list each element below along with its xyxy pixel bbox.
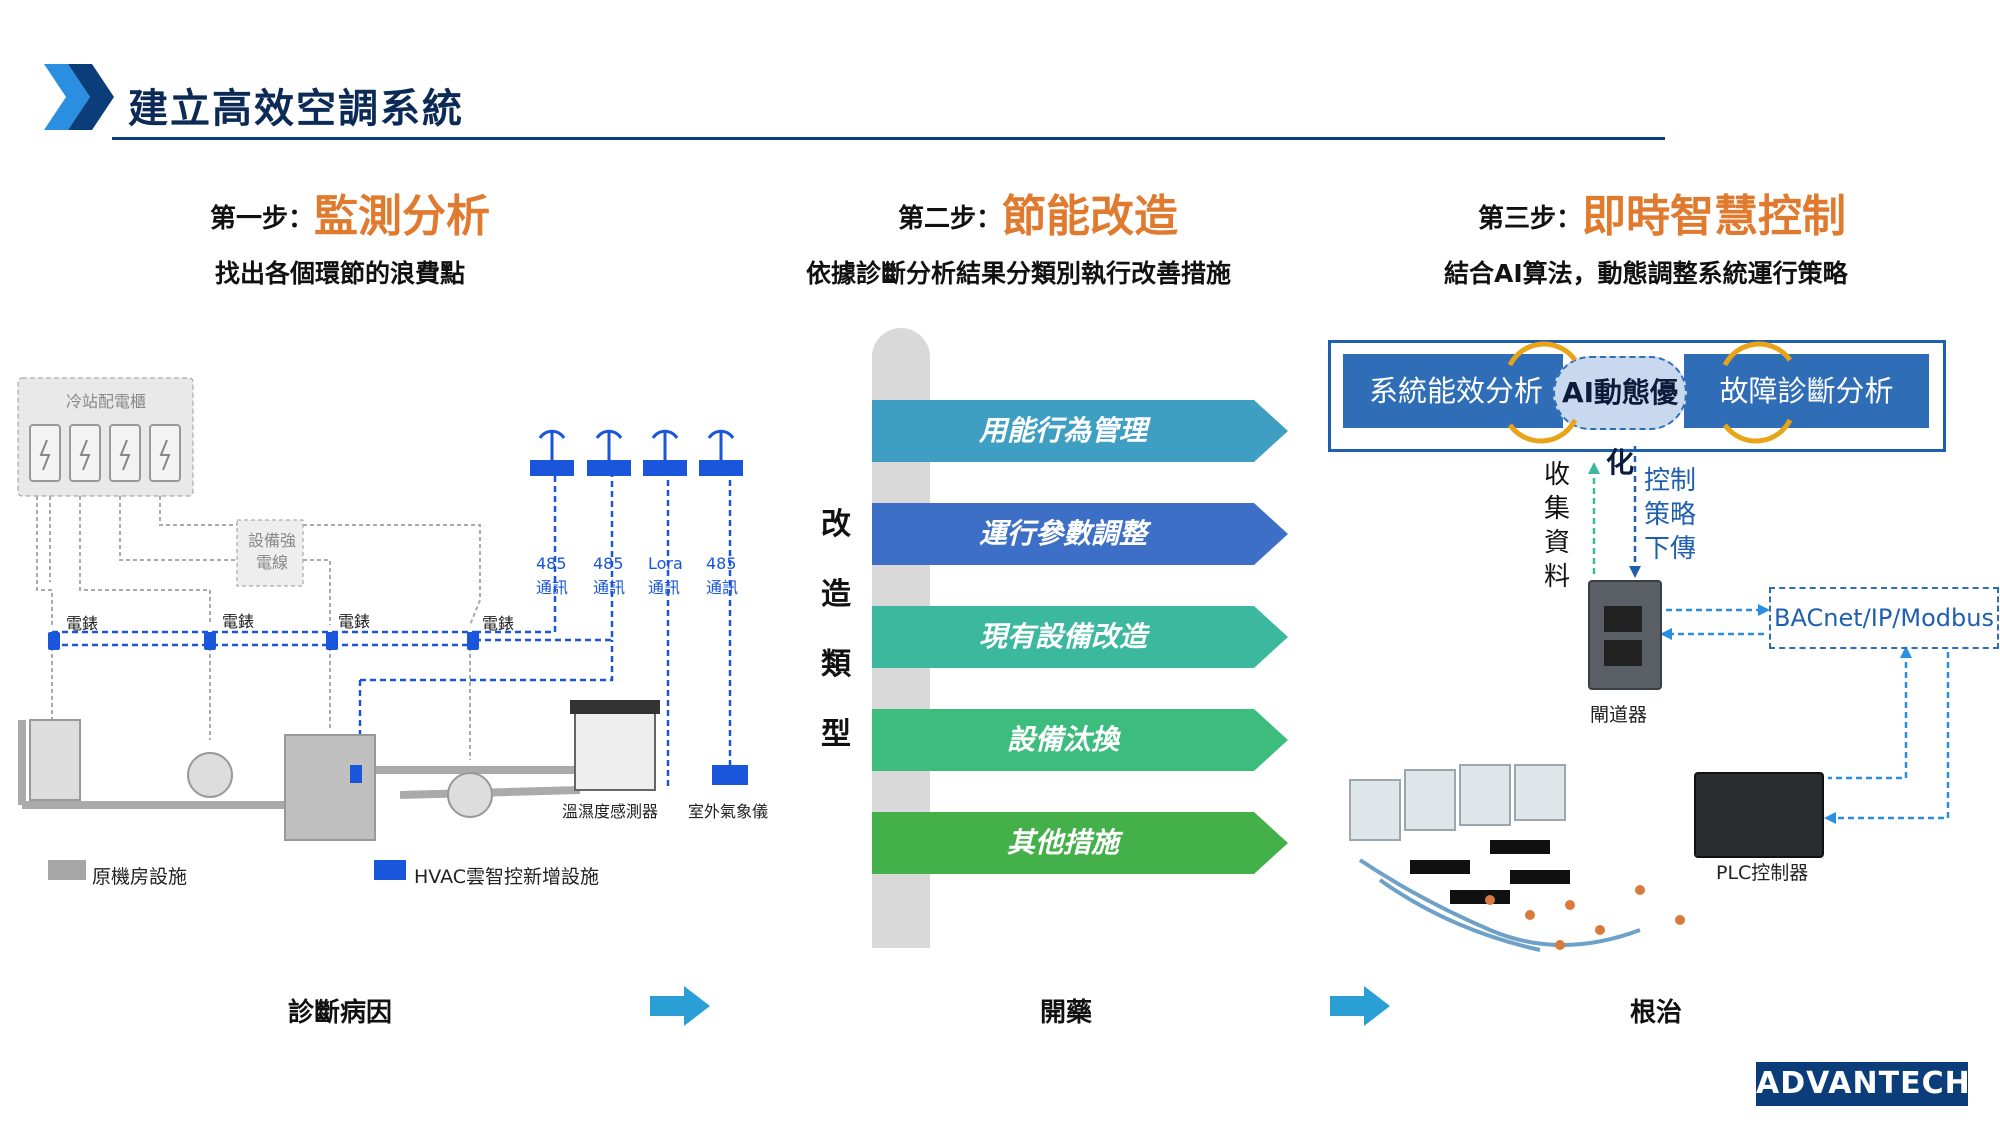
meter-label-1: 電錶 xyxy=(66,614,99,633)
advantech-logo: ADVANTECH xyxy=(1756,1062,1970,1106)
gateway-label: 閘道器 xyxy=(1590,704,1648,726)
data-flow-arrows xyxy=(1588,446,1950,824)
weather-station xyxy=(712,765,748,785)
gateway-port xyxy=(1604,606,1642,632)
monitoring-diagram xyxy=(17,377,748,880)
retrofit-item: 設備汰換 xyxy=(872,709,1288,771)
antennas xyxy=(530,429,743,476)
step-2-prefix: 第二步： xyxy=(898,204,1003,234)
step-2-subtitle: 依據診斷分析結果分類別執行改善措施 xyxy=(806,259,1232,288)
cycle-arrows-icon xyxy=(1507,341,1793,444)
title-divider xyxy=(112,137,1665,140)
chevron-icon xyxy=(44,64,114,130)
comm-label-4: 485通訊 xyxy=(706,554,739,597)
flow-arrow-icon xyxy=(1330,986,1390,1026)
category-char-4: 型 xyxy=(821,717,851,752)
retrofit-item: 用能行為管理 xyxy=(872,400,1288,462)
step-3-prefix: 第三步： xyxy=(1478,204,1583,234)
hvac-equipment-illustration xyxy=(1349,764,1685,952)
step-3-heading: 第三步：即時智慧控制 xyxy=(1478,180,1846,244)
gateway-port xyxy=(1604,640,1642,666)
plc-label: PLC控制器 xyxy=(1716,862,1809,884)
retrofit-item: 其他措施 xyxy=(872,812,1288,874)
page-title: 建立高效空調系統 xyxy=(128,86,464,132)
step-1-prefix: 第一步： xyxy=(210,204,315,234)
weather-label: 室外氣象儀 xyxy=(688,802,769,821)
ai-optimization: AI動態優化 xyxy=(1553,356,1687,479)
gateway-device xyxy=(1588,580,1662,690)
meter-1 xyxy=(48,632,60,650)
pump-1 xyxy=(187,752,233,798)
collect-data-label: 收 集 資 料 xyxy=(1543,460,1570,592)
flow-arrow-icon xyxy=(650,986,710,1026)
step-2-highlight: 節能改造 xyxy=(1002,191,1179,242)
bottom-prescribe: 開藥 xyxy=(1040,998,1093,1028)
cooling-tower xyxy=(29,719,81,801)
step-1-heading: 第一步：監測分析 xyxy=(210,180,490,244)
legend-label-new: HVAC雲智控新增設施 xyxy=(414,866,599,888)
meter-label-2: 電錶 xyxy=(222,612,255,631)
retrofit-item: 運行參數調整 xyxy=(872,503,1288,565)
meter-2 xyxy=(204,632,216,650)
retrofit-item-label: 用能行為管理 xyxy=(978,414,1147,447)
legend-label-existing: 原機房設施 xyxy=(92,866,188,888)
comm-label-1: 485通訊 xyxy=(536,554,569,597)
protocol-box: BACnet/IP/Modbus xyxy=(1769,587,1999,649)
retrofit-item-label: 設備汰換 xyxy=(1006,723,1119,756)
retrofit-item-label: 運行參數調整 xyxy=(978,517,1147,550)
legend-swatch-new xyxy=(374,860,406,880)
comm-label-3: Lora通訊 xyxy=(648,554,683,597)
category-char-3: 類 xyxy=(821,647,851,682)
category-char-2: 造 xyxy=(821,577,851,612)
retrofit-item-label: 現有設備改造 xyxy=(978,620,1147,653)
humidity-sensor xyxy=(574,709,656,791)
plc-controller xyxy=(1694,772,1824,858)
cabinet-label: 冷站配電櫃 xyxy=(66,392,147,411)
meter-label-3: 電錶 xyxy=(338,612,371,631)
control-strategy-label: 控制 策略 下傳 xyxy=(1643,466,1696,564)
step-2-heading: 第二步：節能改造 xyxy=(898,180,1178,244)
meter-4 xyxy=(467,632,479,650)
efficiency-analysis: 系統能效分析 xyxy=(1343,354,1563,428)
category-label: 改 造 類 型 xyxy=(816,490,856,770)
bottom-diagnose: 診斷病因 xyxy=(288,998,393,1028)
chiller xyxy=(284,734,376,841)
breaker-box xyxy=(236,519,304,587)
sensor-label: 溫濕度感測器 xyxy=(562,802,659,821)
fault-diagnosis: 故障診斷分析 xyxy=(1684,354,1929,428)
pump-2 xyxy=(447,772,493,818)
meter-label-4: 電錶 xyxy=(482,614,515,633)
step-3-subtitle: 結合AI算法，動態調整系統運行策略 xyxy=(1444,259,1848,288)
step-3-highlight: 即時智慧控制 xyxy=(1582,191,1847,242)
step-1-subtitle: 找出各個環節的浪費點 xyxy=(215,259,466,288)
step-1-highlight: 監測分析 xyxy=(314,191,491,242)
comm-label-2: 485通訊 xyxy=(593,554,626,597)
legend-swatch-existing xyxy=(48,860,86,880)
retrofit-item: 現有設備改造 xyxy=(872,606,1288,668)
bottom-cure: 根治 xyxy=(1630,998,1683,1028)
category-char-1: 改 xyxy=(821,507,851,542)
breaker-label: 設備強電線 xyxy=(247,531,296,572)
retrofit-item-label: 其他措施 xyxy=(1006,826,1119,859)
meter-3 xyxy=(326,632,338,650)
